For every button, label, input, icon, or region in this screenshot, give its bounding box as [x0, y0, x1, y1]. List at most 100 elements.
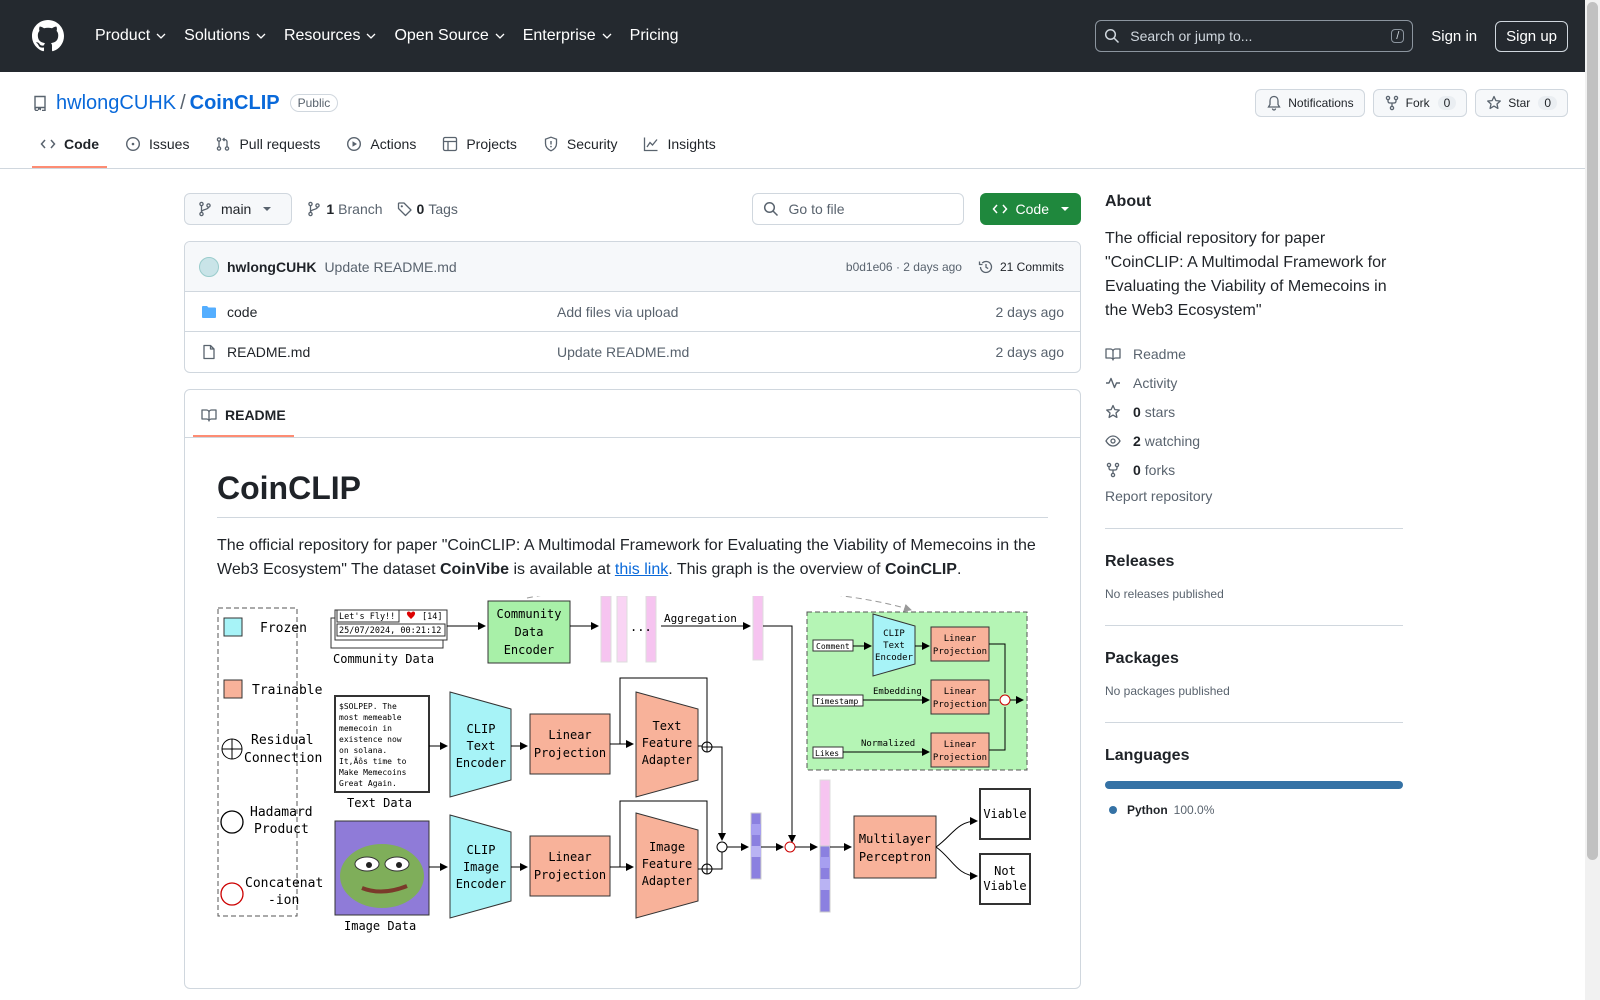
page-scrollbar[interactable]: [1585, 0, 1600, 1000]
legend-box: [217, 607, 298, 917]
go-to-file-input[interactable]: Go to file: [751, 193, 964, 225]
releases-empty: No releases published: [1105, 587, 1224, 601]
post-box: [336, 609, 400, 623]
readme-tab[interactable]: README: [193, 407, 294, 437]
readme-bold: CoinVibe: [439, 561, 510, 578]
dataset-link[interactable]: this link: [614, 561, 669, 578]
text-linear-line2: Projection: [534, 746, 606, 760]
global-search-input[interactable]: Search or jump to... /: [1095, 20, 1414, 52]
readme-text: The official repository for paper "CoinC…: [217, 537, 1036, 578]
book-icon: [1105, 347, 1121, 361]
tab-insights[interactable]: Insights: [635, 136, 723, 168]
legend-frozen: Frozen: [260, 621, 307, 636]
tab-issues[interactable]: Issues: [117, 136, 197, 168]
releases-title[interactable]: Releases: [1105, 553, 1175, 570]
tags-link[interactable]: 0 Tags: [397, 201, 458, 217]
file-name-link[interactable]: code: [227, 303, 258, 320]
tab-security[interactable]: Security: [535, 136, 626, 168]
repo-name-link[interactable]: CoinCLIP: [189, 91, 280, 114]
scrollbar-thumb[interactable]: [1587, 2, 1598, 860]
file-row[interactable]: code Add files via upload 2 days ago: [185, 292, 1080, 332]
legend-residual-1: Residual: [251, 733, 314, 748]
nav-product[interactable]: Product: [86, 19, 175, 53]
residual-node-cross: [702, 864, 712, 874]
svg-text:on solana.: on solana.: [339, 746, 387, 755]
branch-selector[interactable]: main: [184, 193, 293, 225]
text-linear-projection: [529, 713, 611, 775]
packages-title[interactable]: Packages: [1105, 650, 1179, 667]
file-commit-message[interactable]: Add files via upload: [557, 303, 679, 320]
clip-image-line3: Encoder: [456, 877, 507, 891]
branch-name: main: [221, 201, 252, 217]
watchers-link[interactable]: 2 watching: [1105, 426, 1403, 455]
file-time: 2 days ago: [995, 303, 1065, 320]
legend-hadamard-2: Product: [254, 822, 309, 837]
tab-projects-label: Projects: [466, 136, 517, 152]
commit-hash-time[interactable]: b0d1e06 · 2 days ago: [845, 259, 962, 274]
concat-node: [784, 841, 796, 853]
packages-empty: No packages published: [1105, 684, 1230, 698]
clip-text-line3: Encoder: [456, 756, 507, 770]
nav-resources[interactable]: Resources: [275, 19, 385, 53]
commit-message-link[interactable]: Update README.md: [324, 258, 457, 275]
nav-enterprise[interactable]: Enterprise: [514, 19, 621, 53]
issue-icon: [125, 136, 141, 152]
stars-link[interactable]: 0 stars: [1105, 397, 1403, 426]
code-icon: [40, 139, 56, 149]
clip-text-encoder: [449, 691, 512, 798]
text-data-card: [334, 695, 430, 793]
main-layout: main 1 Branch 0 Tags Go to file Code: [0, 169, 1600, 989]
community-time-text: 25/07/2024, 00:21:12: [339, 626, 441, 636]
readme-link[interactable]: Readme: [1105, 339, 1403, 368]
tab-code[interactable]: Code: [32, 136, 107, 168]
branches-link[interactable]: 1 Branch: [306, 201, 383, 217]
file-name-link[interactable]: README.md: [227, 344, 311, 360]
star-button[interactable]: Star 0: [1475, 89, 1568, 117]
notifications-button[interactable]: Notifications: [1255, 89, 1365, 117]
readme-title: CoinCLIP: [217, 470, 1048, 518]
fork-button[interactable]: Fork 0: [1372, 89, 1468, 117]
language-item[interactable]: Python 100.0%: [1105, 803, 1403, 817]
tab-pull-requests[interactable]: Pull requests: [207, 136, 328, 168]
search-icon: [1105, 28, 1120, 44]
aggregated-vector: [752, 596, 764, 661]
readme-tab-label: README: [225, 407, 286, 423]
coinclip-overview-figure: Frozen Trainable Residual Connection Had…: [217, 596, 1031, 933]
activity-link[interactable]: Activity: [1105, 368, 1403, 397]
text-feature-adapter: [635, 691, 699, 798]
latest-commit-row: hwlongCUHK Update README.md b0d1e06 · 2 …: [185, 242, 1080, 292]
nav-solutions[interactable]: Solutions: [175, 19, 275, 53]
nav-enterprise-label: Enterprise: [522, 27, 596, 44]
mlp-line2: Perceptron: [859, 850, 931, 864]
avatar[interactable]: [199, 256, 219, 277]
code-button[interactable]: Code: [979, 193, 1081, 225]
nav-open-source[interactable]: Open Source: [385, 19, 513, 53]
global-header: Product Solutions Resources Open Source …: [0, 0, 1600, 72]
packages-section: Packages No packages published: [1105, 625, 1403, 698]
sign-up-button[interactable]: Sign up: [1495, 20, 1568, 52]
global-nav: Product Solutions Resources Open Source …: [86, 19, 688, 53]
chevron-down-icon: [602, 33, 612, 39]
report-repository-link[interactable]: Report repository: [1105, 488, 1213, 504]
community-encoder-line3: Encoder: [504, 643, 555, 657]
svg-text:$SOLPEP. The: $SOLPEP. The: [339, 702, 397, 711]
github-logo-icon[interactable]: [32, 20, 64, 52]
repo-owner-link[interactable]: hwlongCUHK: [56, 91, 177, 114]
file-row[interactable]: README.md Update README.md 2 days ago: [185, 332, 1080, 372]
commit-author-link[interactable]: hwlongCUHK: [227, 258, 317, 275]
commits-link[interactable]: 21 Commits: [978, 259, 1064, 275]
svg-text:Make Memecoins: Make Memecoins: [339, 768, 407, 777]
legend-concat-1: Concatenat: [245, 876, 323, 891]
concatenated-vector: [819, 779, 831, 913]
star-count: 0: [1538, 96, 1557, 110]
sign-in-link[interactable]: Sign in: [1431, 27, 1478, 45]
community-encoder-line1: Community: [496, 607, 561, 621]
tab-actions[interactable]: Actions: [338, 136, 424, 168]
nav-pricing[interactable]: Pricing: [621, 19, 688, 53]
forks-link[interactable]: 0 forks: [1105, 455, 1403, 484]
tab-projects[interactable]: Projects: [434, 136, 525, 168]
timestamp-label: Timestamp: [815, 697, 859, 706]
svg-text:memecoin in: memecoin in: [339, 724, 392, 733]
bell-icon: [1267, 95, 1281, 111]
file-commit-message[interactable]: Update README.md: [557, 344, 690, 360]
